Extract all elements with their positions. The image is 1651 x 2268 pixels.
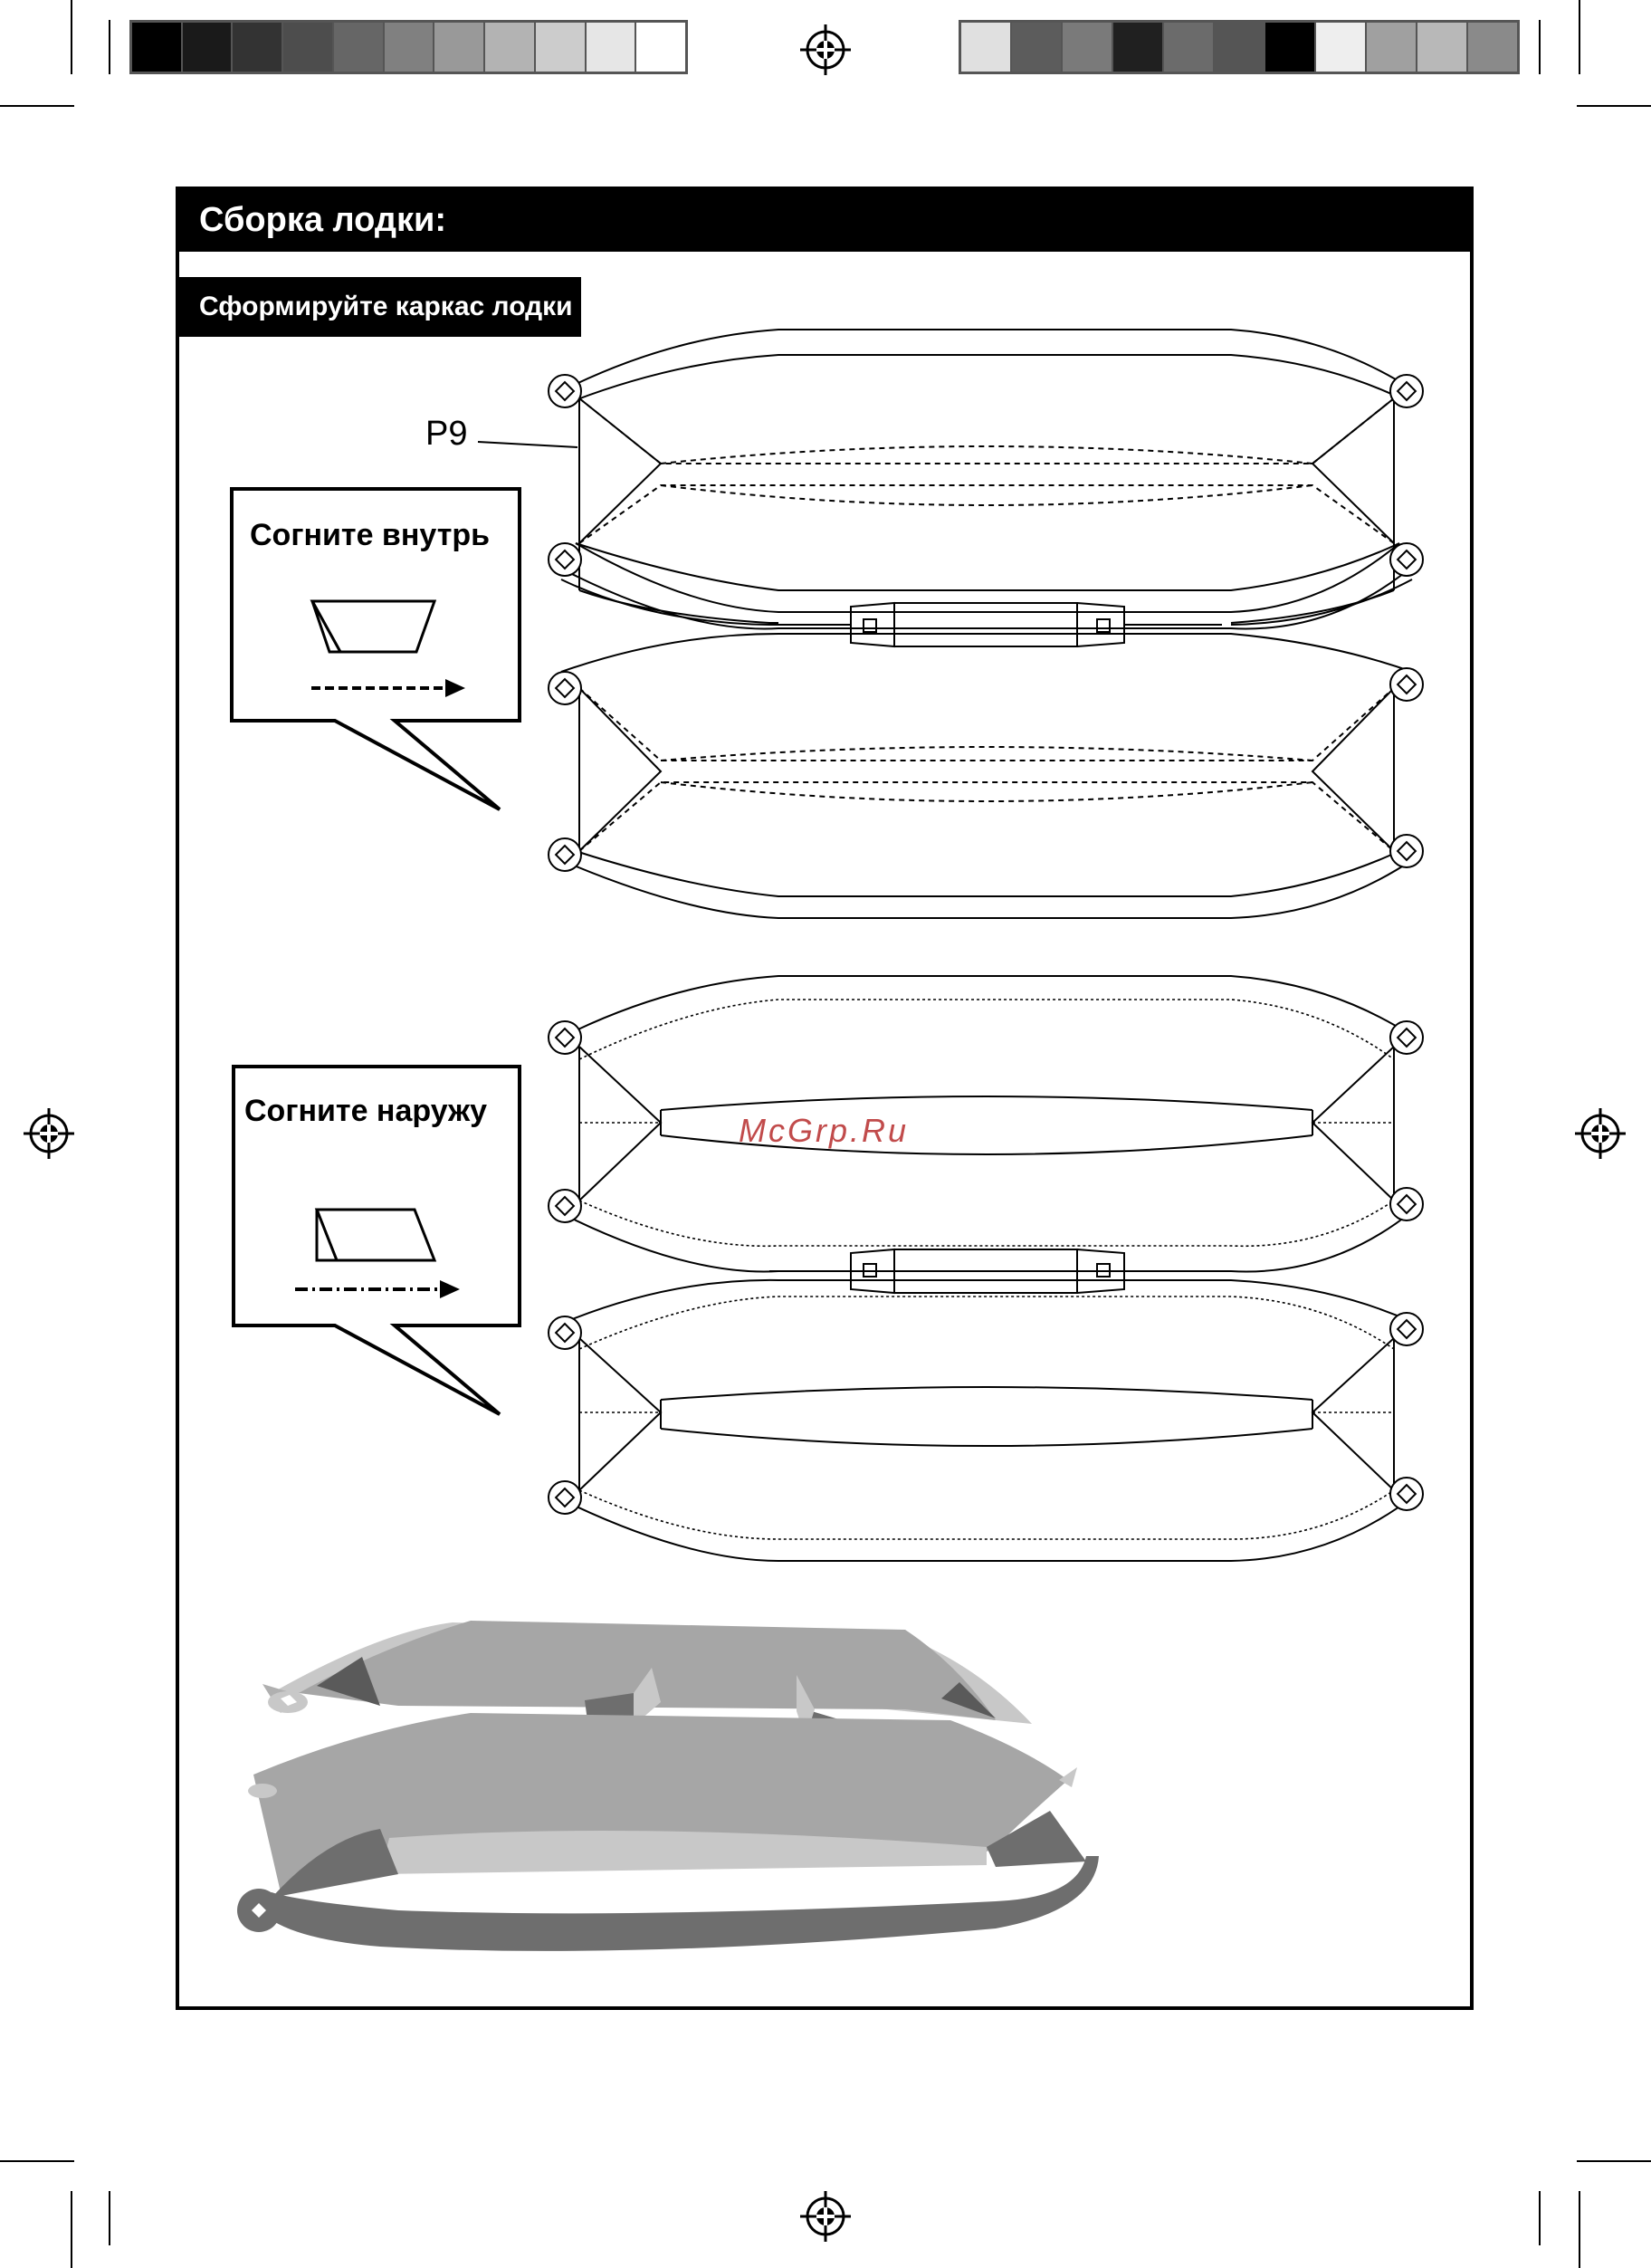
callout-fold-out-label: Согните наружу — [244, 1094, 487, 1129]
registration-mark-bottom — [800, 2191, 851, 2242]
registration-mark-left — [24, 1108, 74, 1159]
registration-mark-right — [1575, 1108, 1626, 1159]
pattern-fold-in — [478, 330, 1412, 918]
registration-mark-top — [800, 24, 851, 75]
part-label-p9: P9 — [425, 415, 467, 454]
boat-3d-illustration — [237, 1621, 1099, 1951]
watermark: McGrp.Ru — [739, 1112, 909, 1150]
callout-fold-in-label: Согните внутрь — [250, 518, 490, 553]
pattern-fold-in-bosses — [549, 375, 1423, 871]
pattern-fold-out — [561, 976, 1412, 1561]
